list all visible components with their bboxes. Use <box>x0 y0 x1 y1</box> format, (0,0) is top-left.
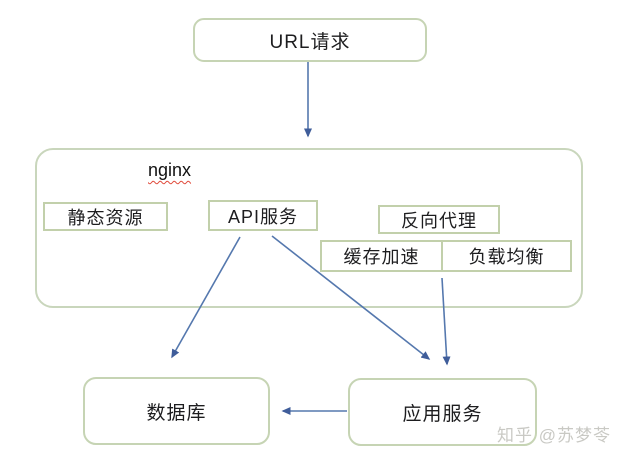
load-balancing-box: 负载均衡 <box>441 240 572 272</box>
nginx-label: nginx <box>148 160 192 180</box>
static-resources-label: 静态资源 <box>67 207 144 228</box>
api-service-box: API服务 <box>208 200 318 231</box>
api-service-label: API服务 <box>227 206 298 227</box>
reverse-proxy-label: 反向代理 <box>401 210 477 231</box>
load-balancing-label: 负载均衡 <box>468 247 545 267</box>
app-service-box: 应用服务 <box>348 378 537 446</box>
database-box: 数据库 <box>83 377 270 445</box>
url-request-label: URL请求 <box>269 31 351 53</box>
app-service-label: 应用服务 <box>402 403 483 425</box>
zhihu-watermark: 知乎 @苏梦苓 <box>497 426 611 445</box>
cache-acceleration-label: 缓存加速 <box>343 247 420 267</box>
reverse-proxy-box: 反向代理 <box>378 205 500 234</box>
static-resources-box: 静态资源 <box>43 202 168 231</box>
cache-acceleration-box: 缓存加速 <box>320 240 443 272</box>
database-label: 数据库 <box>146 402 207 424</box>
url-request-box: URL请求 <box>193 18 427 62</box>
